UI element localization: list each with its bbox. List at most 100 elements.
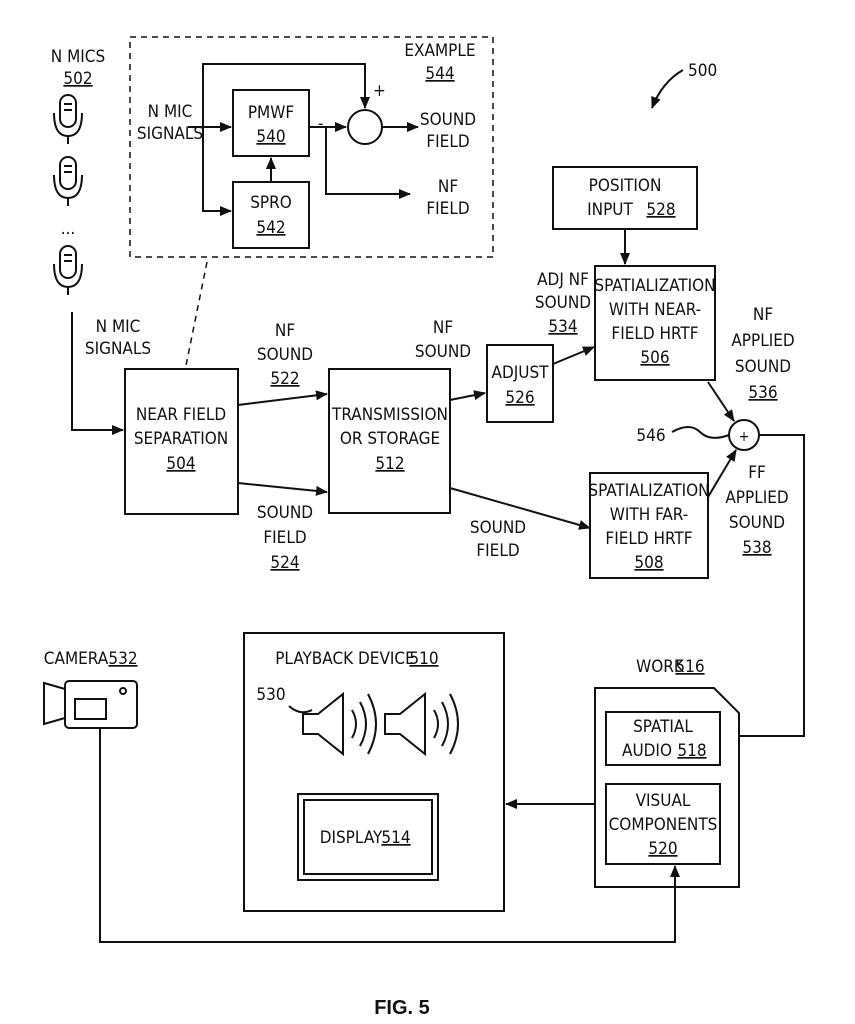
position-input-box [552,166,698,230]
spatial-audio-ref: 518 [677,741,706,761]
example-sound-field-1: SOUND [420,110,476,130]
nf-sound-arrow [237,390,328,406]
example-nf-field-2: FIELD [426,199,469,219]
transmission-box [328,368,451,514]
position-ref: 528 [646,200,675,220]
spatial-near-3: FIELD HRTF [611,324,698,344]
adj-to-near-arrow [552,346,595,365]
sound-field-arrow [237,482,328,496]
example-input-label-2: SIGNALS [137,124,203,144]
speaker-ref: 530 [256,685,285,705]
to-adjust-arrow [449,390,486,401]
sound-field-label-1: SOUND [470,518,526,538]
display-inner-box [303,799,433,875]
summer-ref: 546 [636,426,665,446]
example-input-label-1: N MIC [148,102,193,122]
ff-applied-3: SOUND [729,513,785,533]
playback-ref: 510 [409,649,438,669]
near-field-separation-box [124,368,239,515]
spatial-near-1: SPATIALIZATION [594,276,715,296]
ff-applied-2: APPLIED [725,488,788,508]
spatial-far-box [589,472,709,579]
ff-applied-ref: 538 [742,538,771,558]
microphone-icon [53,156,83,206]
spro-input-arrow [202,127,232,216]
minus-sign: - [318,114,324,134]
spatial-audio-box [605,711,721,766]
summer-symbol: + [739,429,750,445]
nf-applied-3: SOUND [735,357,791,377]
visual-components-2: COMPONENTS [609,815,718,835]
adjust-ref: 526 [505,388,534,408]
position-line-2: INPUT [587,200,633,220]
camera-ref: 532 [108,649,137,669]
direct-path-arrow [202,63,370,127]
camera-to-visual-arrow [99,728,680,943]
figure-caption: FIG. 5 [374,997,430,1019]
adj-nf-2: SOUND [535,293,591,313]
nfs-line-2: SEPARATION [134,429,228,449]
spatial-near-ref: 506 [640,348,669,368]
example-ref: 544 [425,64,454,84]
adjust-box [486,344,554,423]
sound-field-524-2: FIELD [263,528,306,548]
spatial-far-1: SPATIALIZATION [588,481,709,501]
nf-applied-ref: 536 [748,383,777,403]
far-to-summer-arrow [707,449,737,498]
pmwf-label: PMWF [248,103,294,123]
transmission-line-1: TRANSMISSION [331,405,448,425]
playback-label: PLAYBACK DEVICE [275,649,415,669]
sound-field-524-1: SOUND [257,503,313,523]
microphone-icon [53,245,83,295]
visual-components-1: VISUAL [636,791,691,811]
nfs-ref: 504 [166,454,195,474]
nf-sound-label-2: SOUND [415,342,471,362]
example-nf-field-1: NF [438,177,458,197]
mics-title: N MICS [51,47,105,67]
speaker-icon [302,691,377,757]
spatial-audio-1: SPATIAL [633,717,693,737]
nf-applied-2: APPLIED [731,331,794,351]
pmwf-ref: 540 [256,127,285,147]
figure-ref-arrow [651,69,684,109]
sound-field-524-ref: 524 [270,553,299,573]
visual-components-box [605,783,721,865]
ff-applied-1: FF [748,463,766,483]
pmwf-box [232,89,310,157]
transmission-line-2: OR STORAGE [340,429,440,449]
spro-label: SPRO [250,193,292,213]
plus-sign: + [373,81,386,101]
camera-icon [43,680,138,729]
spro-box [232,181,310,249]
nf-field-arrow [325,127,411,199]
spatial-far-ref: 508 [634,553,663,573]
output-to-work-arrow [722,434,805,741]
mic-signals-arrow [71,312,124,435]
mic-signals-label-1: N MIC [96,317,141,337]
example-title: EXAMPLE [404,41,475,61]
spatial-far-3: FIELD HRTF [605,529,692,549]
figure-ref: 500 [688,61,717,81]
mics-ref: 502 [63,69,92,89]
speaker-icon [384,691,459,757]
spatial-far-2: WITH FAR- [610,505,688,525]
adj-nf-1: ADJ NF [537,270,589,290]
adjust-label: ADJUST [492,363,550,383]
nf-sound-522-2: SOUND [257,345,313,365]
example-sound-field-2: FIELD [426,132,469,152]
nf-sound-522-ref: 522 [270,369,299,389]
speaker-leader-line [288,705,313,714]
summer-leader-line [671,426,730,439]
camera-label: CAMERA [44,649,109,669]
spro-ref: 542 [256,218,285,238]
display-ref: 514 [381,828,410,848]
spatial-audio-2: AUDIO [622,741,672,761]
mic-signals-label-2: SIGNALS [85,339,151,359]
example-box [129,36,494,258]
spatial-near-box [594,265,716,381]
mics-ellipsis: ... [61,219,76,239]
work-ref: 516 [675,657,704,677]
near-to-summer-arrow [707,381,735,422]
position-line-1: POSITION [589,176,662,196]
